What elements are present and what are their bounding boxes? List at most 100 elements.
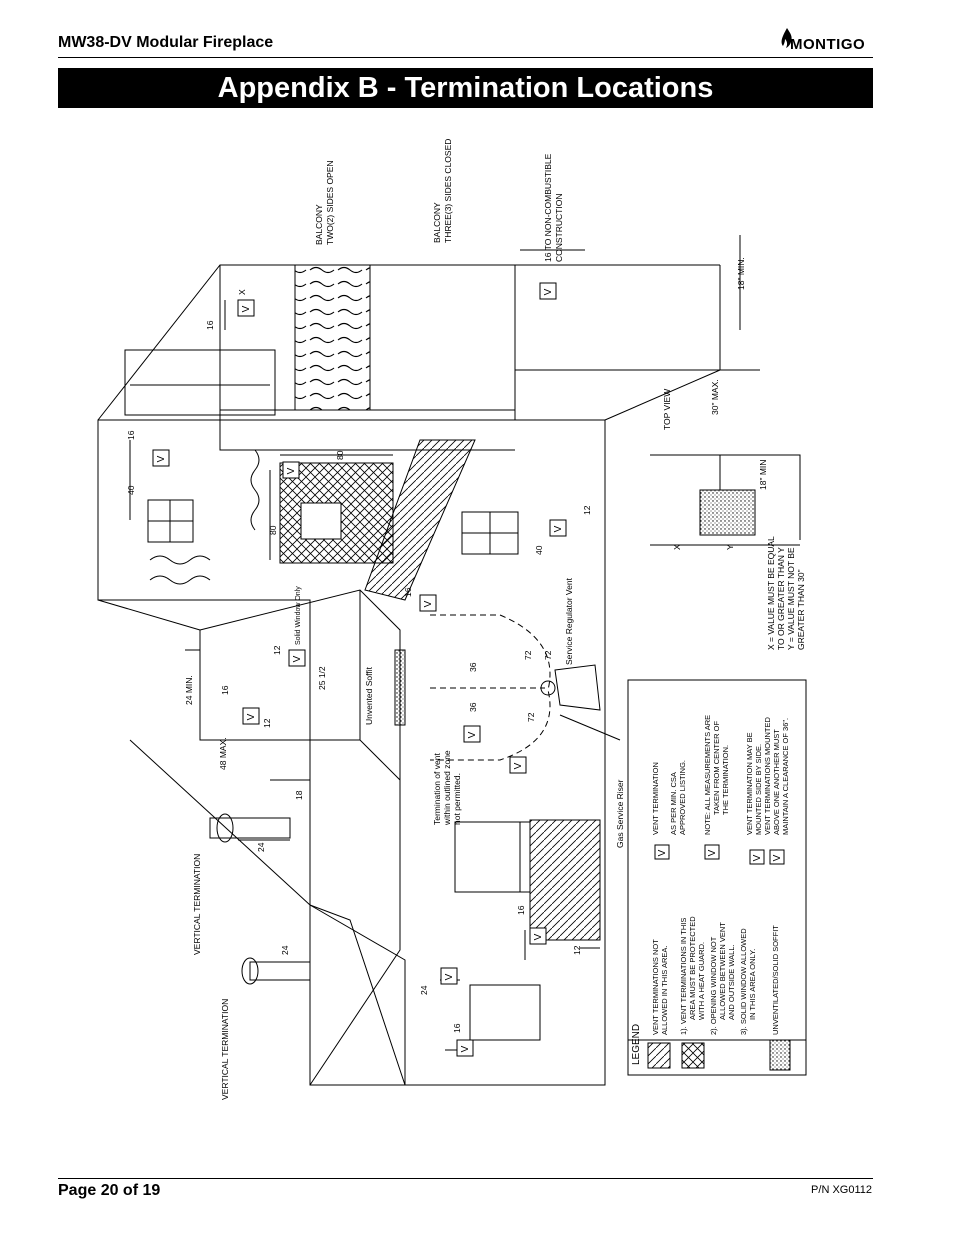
dim-48max: 48 MAX. bbox=[218, 737, 228, 770]
legend-x1-a: AS PER MIN. CSA bbox=[669, 772, 678, 835]
legend-c1-a: NOTE: ALL MEASUREMENTS ARE bbox=[703, 715, 712, 835]
vent-letter: V bbox=[513, 762, 524, 769]
xy-note-1a: X = VALUE MUST BE EQUAL bbox=[766, 536, 776, 650]
dim-y: Y bbox=[725, 544, 735, 550]
vent-markers bbox=[152, 282, 567, 1057]
balcony-open-label-1: BALCONY bbox=[314, 204, 324, 245]
balcony-closed bbox=[369, 264, 516, 411]
legend-item2-g: 3). SOLID WINDOW ALLOWED bbox=[739, 928, 748, 1035]
legend-box bbox=[627, 679, 807, 1076]
dim-16d: 16 bbox=[220, 685, 230, 695]
dim-x2: X bbox=[672, 544, 682, 550]
solid-window-label: Solid Window Only bbox=[295, 586, 302, 645]
xy-note-2b: GREATER THAN 30" bbox=[796, 569, 806, 650]
legend-item1-b: ALLOWED IN THIS AREA. bbox=[660, 946, 669, 1035]
appendix-banner: Appendix B - Termination Locations bbox=[58, 68, 873, 108]
dim-24a: 24 bbox=[256, 842, 266, 852]
vent-letter: V bbox=[533, 933, 544, 940]
vent-letter: V bbox=[423, 600, 434, 607]
legend-vent-letter: V bbox=[657, 849, 668, 856]
legend-item2-f: AND OUTSIDE WALL. bbox=[727, 944, 736, 1020]
legend-c1-b: TAKEN FROM CENTER OF bbox=[712, 721, 721, 815]
legend-v2-b: MOUNTED SIDE BY SIDE. bbox=[754, 744, 763, 835]
gas-riser-label: Gas Service Riser bbox=[615, 779, 625, 848]
dim-12d: 12 bbox=[572, 945, 582, 955]
dim-40b: 40 bbox=[534, 545, 544, 555]
top-view-wall bbox=[650, 454, 801, 540]
dim-16e: 16 bbox=[516, 905, 526, 915]
dim-80a: 80 bbox=[335, 450, 345, 460]
gas-meter bbox=[540, 680, 556, 696]
header-rule bbox=[58, 57, 873, 58]
vent-letter: V bbox=[543, 288, 554, 295]
legend-v2-a: VENT TERMINATION MAY BE bbox=[745, 732, 754, 835]
flame-icon bbox=[781, 28, 792, 48]
min-18-label: 18" MIN. bbox=[736, 257, 746, 290]
max-30-label: 30" MAX. bbox=[710, 379, 720, 415]
top-view-label: TOP VIEW bbox=[662, 389, 672, 430]
soffit-strip bbox=[394, 649, 406, 726]
vent-letter: V bbox=[292, 655, 303, 662]
dim-36b: 36 bbox=[468, 702, 478, 712]
balcony-closed-label-2: THREE(3) SIDES CLOSED bbox=[443, 139, 453, 243]
vent-letter: V bbox=[241, 305, 252, 312]
legend-item1-a: VENT TERMINATIONS NOT bbox=[651, 939, 660, 1035]
vent-letter: V bbox=[246, 713, 257, 720]
vent-marker bbox=[456, 1039, 474, 1057]
balcony-closed-label-1: BALCONY bbox=[432, 202, 442, 243]
legend-item3: UNVENTILATED/SOLID SOFFIT bbox=[771, 925, 780, 1035]
door-hatch-zone bbox=[529, 819, 601, 941]
dim-25: 25 1/2 bbox=[317, 666, 327, 690]
dim-16a: 16 bbox=[205, 320, 215, 330]
dim-16f: 16 bbox=[452, 1023, 462, 1033]
document-header-title: MW38-DV Modular Fireplace bbox=[58, 34, 274, 51]
vertical-termination-label-2: VERTICAL TERMINATION bbox=[220, 999, 230, 1100]
vent-letter: V bbox=[444, 973, 455, 980]
balcony-open-label-2: TWO(2) SIDES OPEN bbox=[325, 160, 335, 245]
legend-v2-d: ABOVE ONE ANOTHER MUST bbox=[772, 729, 781, 835]
unvented-soffit-label: Unvented Soffit bbox=[364, 666, 374, 725]
dim-24c: 24 bbox=[419, 985, 429, 995]
vent-marker bbox=[242, 707, 260, 725]
vent-marker bbox=[237, 299, 255, 317]
noncombustible-label-1: 16 TO NON-COMBUSTIBLE bbox=[543, 153, 553, 262]
dim-18: 18 bbox=[294, 790, 304, 800]
legend-item2-a: 1). VENT TERMINATIONS IN THIS bbox=[679, 918, 688, 1035]
vent-letter: V bbox=[286, 467, 297, 474]
legend-v1: VENT TERMINATION bbox=[651, 762, 660, 835]
vent-marker bbox=[463, 725, 481, 743]
legend-v2-e: MAINTAIN A CLEARANCE OF 36". bbox=[781, 718, 790, 835]
dim-80b: 80 bbox=[268, 525, 278, 535]
door bbox=[454, 821, 531, 893]
vertical-termination-pipe-1 bbox=[216, 813, 234, 843]
page-number: Page 20 of 19 bbox=[58, 1182, 161, 1199]
dim-72b: 72 bbox=[543, 650, 553, 660]
legend-c1-c: THE TERMINATION. bbox=[721, 745, 730, 815]
vent-marker bbox=[419, 594, 437, 612]
vent-letter: V bbox=[467, 731, 478, 738]
legend-vent-letter: V bbox=[772, 854, 783, 861]
vent-marker bbox=[539, 282, 557, 300]
legend-item2-d: 2). OPENING WINDOW NOT bbox=[709, 936, 718, 1035]
footer-rule bbox=[58, 1178, 873, 1179]
diagonal-hatch-zone bbox=[364, 439, 476, 601]
logo-wordmark: MONTIGO bbox=[790, 36, 866, 53]
legend-v2-c: VENT TERMINATIONS MOUNTED bbox=[763, 716, 772, 835]
termination-note-1: Termination of vent bbox=[432, 753, 442, 825]
legend-item2-h: IN THIS AREA ONLY. bbox=[748, 949, 757, 1020]
vent-letter: V bbox=[553, 525, 564, 532]
dim-12c: 12 bbox=[262, 718, 272, 728]
upper-window-left bbox=[124, 349, 276, 416]
legend-item2-c: WITH A HEAT GUARD. bbox=[697, 942, 706, 1020]
vent-letter: V bbox=[156, 455, 167, 462]
dim-16b: 16 bbox=[126, 430, 136, 440]
termination-note-2: within outlined zone bbox=[442, 750, 452, 826]
dim-12b: 12 bbox=[272, 645, 282, 655]
vent-marker bbox=[549, 519, 567, 537]
dim-x: X bbox=[237, 289, 247, 295]
dim-24min: 24 MIN. bbox=[184, 675, 194, 705]
dim-72a: 72 bbox=[523, 650, 533, 660]
vent-marker bbox=[509, 756, 527, 774]
vent-marker bbox=[440, 967, 458, 985]
